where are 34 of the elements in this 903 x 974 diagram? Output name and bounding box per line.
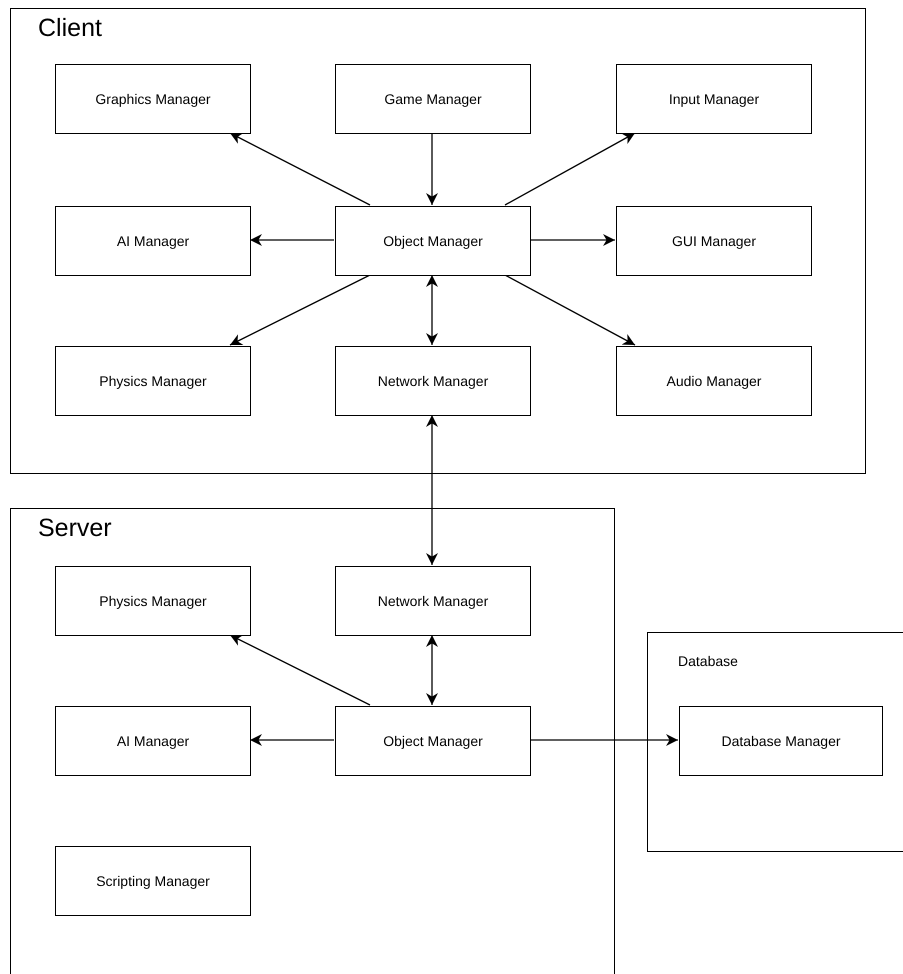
- manager-box: Audio Manager: [616, 346, 812, 416]
- arrow: [504, 132, 636, 206]
- container-title: Client: [38, 13, 102, 44]
- manager-box: Network Manager: [335, 346, 531, 416]
- manager-box: Object Manager: [335, 706, 531, 776]
- manager-box: Input Manager: [616, 64, 812, 134]
- arrow: [230, 132, 370, 206]
- arrow: [426, 415, 438, 565]
- manager-box: Graphics Manager: [55, 64, 251, 134]
- container-title: Database: [678, 652, 738, 671]
- database-container: [647, 632, 903, 852]
- manager-box: GUI Manager: [616, 206, 812, 276]
- container-title: Server: [38, 513, 112, 544]
- arrow: [426, 275, 438, 345]
- manager-box: AI Manager: [55, 706, 251, 776]
- container-box: [10, 508, 615, 974]
- arrow: [504, 274, 636, 346]
- arrow: [250, 734, 334, 746]
- manager-box: Physics Manager: [55, 346, 251, 416]
- arrow: [426, 635, 438, 705]
- arrow: [530, 734, 678, 746]
- manager-box: Database Manager: [679, 706, 883, 776]
- container-box: [10, 8, 866, 474]
- arrow: [230, 634, 370, 706]
- manager-box: Game Manager: [335, 64, 531, 134]
- manager-box: AI Manager: [55, 206, 251, 276]
- manager-box: Object Manager: [335, 206, 531, 276]
- arrow: [250, 234, 334, 246]
- arrow: [530, 234, 615, 246]
- arrow: [426, 133, 438, 205]
- manager-box: Network Manager: [335, 566, 531, 636]
- manager-box: Scripting Manager: [55, 846, 251, 916]
- arrow: [230, 274, 370, 346]
- manager-box: Physics Manager: [55, 566, 251, 636]
